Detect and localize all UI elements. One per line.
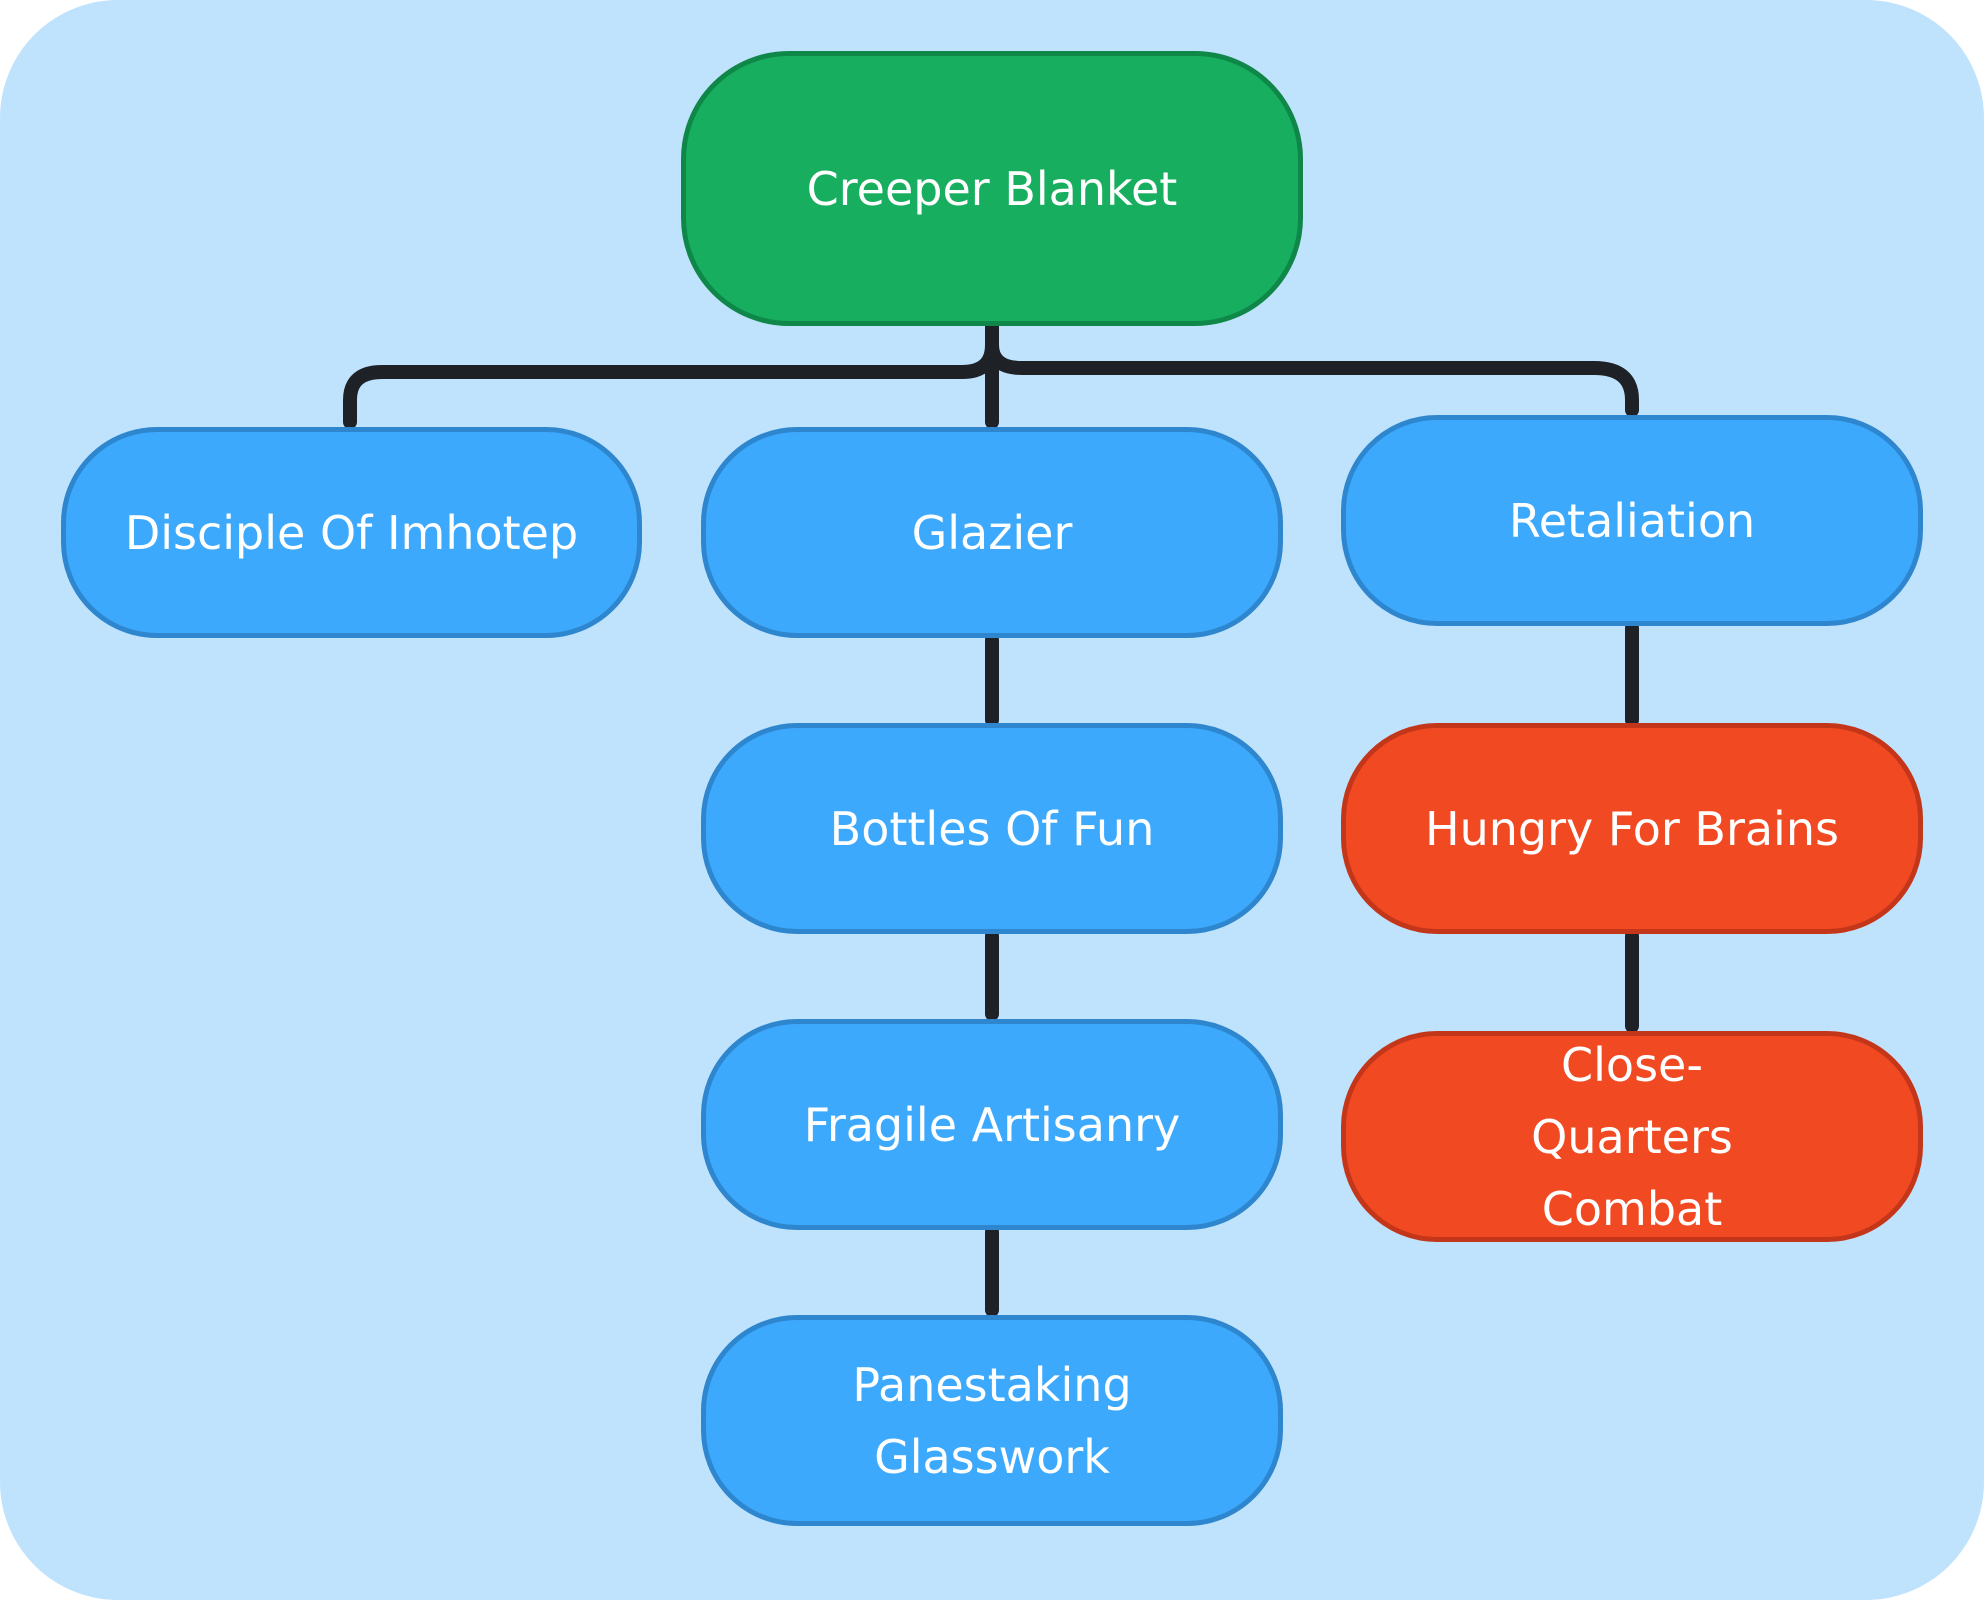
edge-creeper-blanket-to-disciple-of-imhotep: [343, 319, 999, 429]
node-label: Panestaking Glasswork: [852, 1357, 1132, 1484]
node-label: Close-Quarters Combat: [1531, 1037, 1733, 1236]
node-creeper-blanket: Creeper Blanket: [681, 51, 1303, 326]
node-label: Glazier: [911, 505, 1073, 560]
node-label: Bottles Of Fun: [829, 801, 1155, 856]
node-close-quarters-combat: Close-Quarters Combat: [1341, 1031, 1923, 1242]
node-hungry-for-brains: Hungry For Brains: [1341, 723, 1923, 934]
node-fragile-artisanry: Fragile Artisanry: [701, 1019, 1283, 1230]
node-label: Hungry For Brains: [1425, 801, 1839, 856]
node-retaliation: Retaliation: [1341, 415, 1923, 626]
node-disciple-of-imhotep: Disciple Of Imhotep: [61, 427, 642, 638]
node-label: Disciple Of Imhotep: [124, 505, 579, 560]
node-glazier: Glazier: [701, 427, 1283, 638]
node-bottles-of-fun: Bottles Of Fun: [701, 723, 1283, 934]
node-panestaking-glasswork: Panestaking Glasswork: [701, 1315, 1283, 1526]
edge-creeper-blanket-to-retaliation: [985, 319, 1639, 417]
node-label: Fragile Artisanry: [803, 1097, 1181, 1152]
node-label: Creeper Blanket: [806, 161, 1178, 216]
node-label: Retaliation: [1508, 493, 1756, 548]
